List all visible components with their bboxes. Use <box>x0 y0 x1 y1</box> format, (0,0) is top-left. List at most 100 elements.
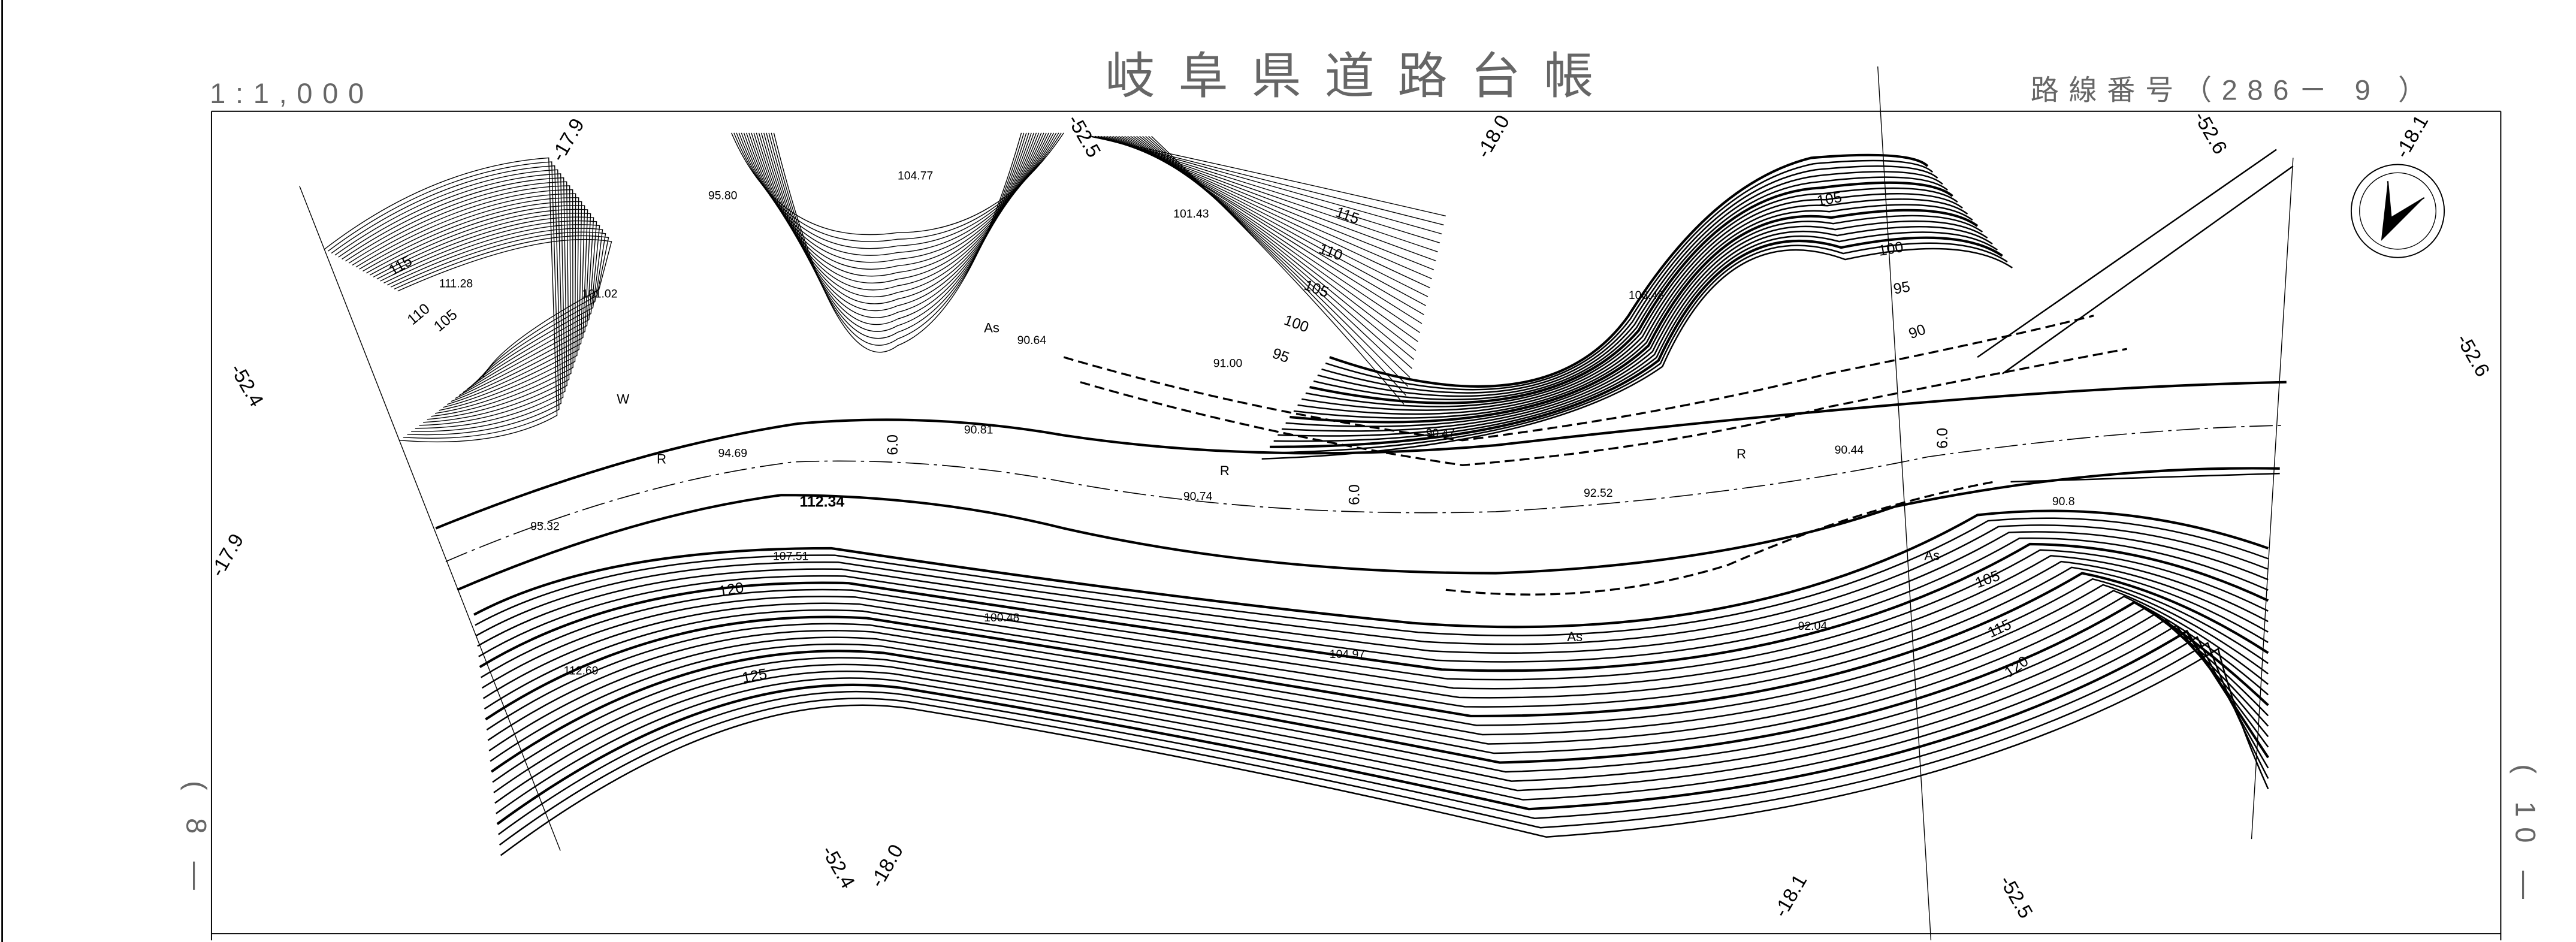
contour-line <box>1266 242 2008 454</box>
grid-label: -17.9 <box>547 115 589 165</box>
contour-line <box>376 216 594 396</box>
contour-line <box>334 169 564 432</box>
contour-line <box>1133 135 1417 351</box>
map-title: 岐阜県道路台帳 <box>1106 48 1617 104</box>
elevation-label: 101.02 <box>582 287 617 300</box>
elevation-label: 106.48 <box>1629 289 1664 302</box>
contour-line <box>1145 135 1409 387</box>
contour-line <box>477 531 2269 654</box>
contour-line <box>768 132 1027 339</box>
grid-label: -52.6 <box>2190 108 2231 158</box>
grid-label: -18.1 <box>1769 871 1811 921</box>
elevation-label: 100.48 <box>984 611 1019 624</box>
contour-label: 115 <box>1333 204 1361 228</box>
contour-line <box>490 600 2269 773</box>
contour-line <box>345 181 570 423</box>
contour-line <box>481 555 2269 690</box>
road-width-label: 6.0 <box>884 434 901 455</box>
contour-line <box>496 624 2269 814</box>
contour-lines <box>324 132 2270 856</box>
contour-line <box>394 235 609 381</box>
contour-line <box>473 509 2269 629</box>
elevation-label: 107.51 <box>773 550 808 563</box>
contour-line <box>484 566 2269 710</box>
route-number: 路線番号（286－ 9 ） <box>2031 74 2436 105</box>
symbol-label: As <box>1924 548 1940 563</box>
contour-line <box>487 584 2269 741</box>
guardrail <box>2010 472 2280 483</box>
contour-line <box>486 578 2269 730</box>
contour-line <box>342 177 567 426</box>
contour-line <box>397 238 612 378</box>
grid-label: -52.4 <box>817 842 859 892</box>
symbol-label: W <box>617 392 629 407</box>
elevation-label: 101.43 <box>1173 207 1209 221</box>
map-frame <box>210 110 2502 941</box>
contour-line <box>1151 135 1405 405</box>
contour-line <box>1127 135 1421 333</box>
elevation-label: 90.64 <box>1017 334 1047 347</box>
road-edge <box>435 381 2287 530</box>
symbol-label: R <box>657 452 666 467</box>
contour-line <box>1130 135 1418 342</box>
elevation-label: 91.00 <box>1213 357 1243 370</box>
contour-line <box>1261 247 2013 460</box>
contour-line <box>1139 135 1412 369</box>
contour-line <box>493 612 2269 793</box>
sheet-boundaries <box>299 66 2294 941</box>
north-arrow-icon <box>2350 164 2445 258</box>
prev-sheet-label: ( 8 — <box>180 781 212 899</box>
planned-road <box>1063 315 2094 442</box>
contour-line <box>479 542 2269 672</box>
contour-line <box>1142 135 1411 378</box>
contour-line <box>773 132 1022 353</box>
grid-label: -18.1 <box>2391 111 2433 162</box>
planned-road <box>1445 481 1995 596</box>
road-centerline <box>445 424 2285 562</box>
contour-line <box>386 228 603 387</box>
contour-label: 95 <box>1892 278 1911 297</box>
contour-line <box>1124 135 1423 324</box>
contour-label: 100 <box>1282 312 1311 336</box>
elevation-label: 90.47 <box>1426 427 1455 440</box>
contour-line <box>348 185 572 420</box>
elevation-label: 95.32 <box>530 520 560 533</box>
contour-line <box>488 590 2269 751</box>
contour-label: 95 <box>1270 345 1292 366</box>
contour-label: 120 <box>717 579 745 600</box>
elevation-label: 90.8 <box>2052 495 2075 508</box>
contour-line <box>771 132 1025 346</box>
contour-line <box>390 231 606 384</box>
contour-line <box>1309 181 1953 404</box>
contour-line <box>1325 159 1934 391</box>
contour-line <box>480 549 2269 681</box>
symbol-label: As <box>1567 629 1583 644</box>
contour-line <box>338 173 566 429</box>
grid-label: -18.0 <box>1472 111 1514 162</box>
contour-line <box>331 165 561 436</box>
contour-line <box>1270 236 2003 448</box>
contour-line <box>352 189 573 417</box>
road-edge <box>457 467 2280 591</box>
road-width-label: 6.0 <box>1346 484 1363 505</box>
contour-line <box>380 220 597 393</box>
contour-line <box>1136 135 1415 360</box>
symbol-label: As <box>984 320 999 335</box>
contour-line <box>1285 215 1983 427</box>
elevation-label: 95.80 <box>708 189 738 203</box>
contour-line <box>1297 198 1968 415</box>
contour-line <box>492 607 2269 783</box>
contour-line <box>476 524 2269 645</box>
contour-line <box>482 560 2269 699</box>
contour-line <box>1329 153 1929 388</box>
contour-line <box>363 201 582 408</box>
planned-road <box>1080 348 2127 466</box>
contour-label: 105 <box>1816 189 1843 210</box>
contour-line <box>1281 220 1988 432</box>
elevation-label: 92.04 <box>1798 620 1828 633</box>
contour-line <box>359 197 579 411</box>
contour-line <box>369 209 588 402</box>
contour-line <box>490 595 2269 762</box>
contour-line <box>366 205 585 405</box>
